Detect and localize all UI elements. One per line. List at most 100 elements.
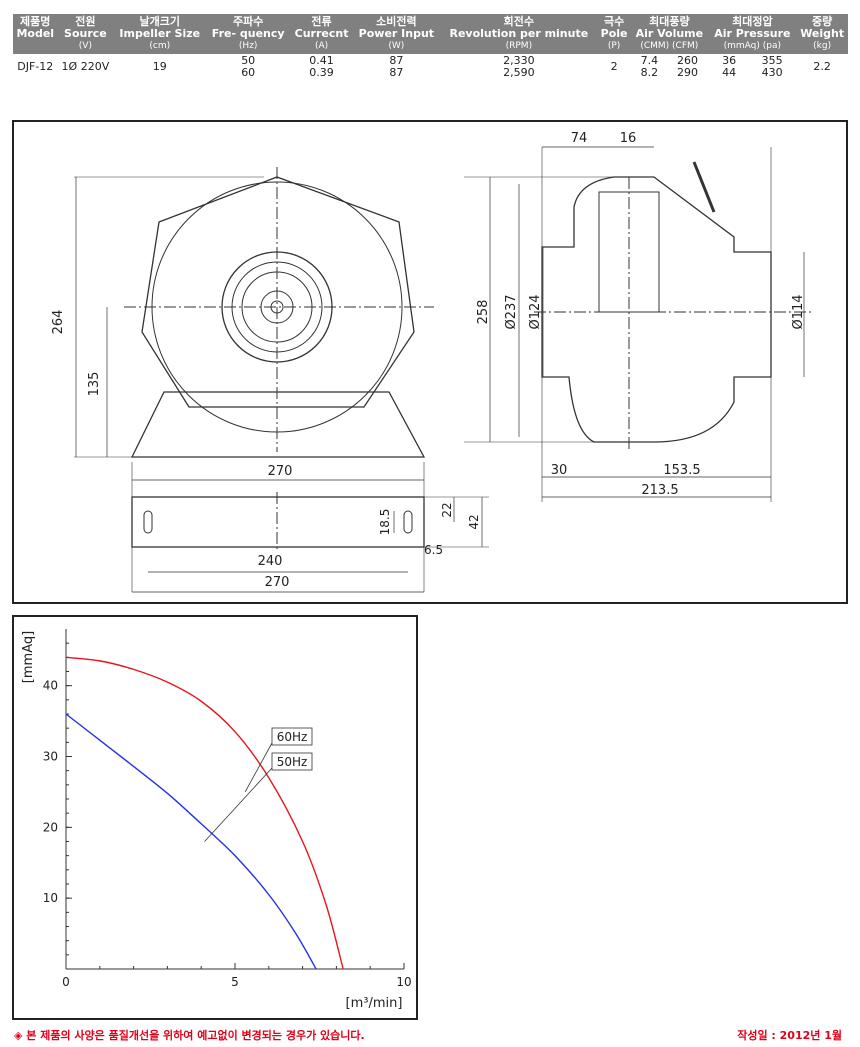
dim-213-5: 213.5 — [641, 483, 678, 498]
header-ko: 전류 — [311, 15, 332, 28]
header-ko: 날개크기 — [139, 15, 180, 28]
header-unit: (W) — [388, 41, 405, 51]
current-50: 0.41 — [309, 54, 334, 67]
header-unit: (mmAq) (pa) — [723, 41, 782, 51]
header-ko: 중량 — [812, 15, 833, 28]
series-50Hz-line — [65, 713, 317, 970]
header-ko: 최대정압 — [732, 15, 773, 28]
technical-drawing: 264 135 270 240 270 18.5 22 42 6.5 74 16… — [12, 120, 848, 604]
callout-line — [244, 742, 273, 793]
source: 1Ø 220V — [61, 60, 110, 73]
date-text: 작성일 : 2012년 1월 — [737, 1029, 842, 1042]
header-ko: 회전수 — [503, 15, 535, 28]
cmm-60: 8.2 — [640, 66, 659, 79]
y-tick-label: 20 — [43, 820, 58, 834]
header-unit: (Hz) — [238, 41, 258, 51]
dim-74: 74 — [571, 131, 588, 146]
header-unit: (CMM) (CFM) — [640, 41, 699, 51]
side-view: 74 16 258 Ø237 Ø124 Ø114 30 153.5 213.5 — [464, 131, 814, 502]
dim-center-height: 135 — [87, 372, 102, 397]
header-en: Fre- quency — [211, 27, 285, 40]
y-tick-label: 10 — [43, 891, 58, 905]
cmm-50: 7.4 — [640, 54, 659, 67]
x-tick-label: 0 — [62, 975, 70, 989]
pole: 2 — [610, 60, 618, 73]
model: DJF-12 — [17, 60, 54, 73]
header-en: Impeller Size — [119, 27, 201, 40]
header-en: Source — [64, 27, 107, 40]
header-en: Model — [16, 27, 55, 40]
dim-outer-dia: Ø237 — [504, 294, 519, 329]
dim-height: 264 — [51, 310, 66, 335]
front-view: 264 135 270 — [51, 167, 434, 592]
header-ko: 최대풍량 — [649, 15, 690, 28]
header-unit: (kg) — [813, 41, 832, 51]
header-unit: (V) — [78, 41, 92, 51]
dim-width: 270 — [268, 464, 293, 479]
header-en: Currecnt — [294, 27, 349, 40]
notice-text: ◈ 본 제품의 사양은 품질개선을 위하여 예고없이 변경되는 경우가 있습니다… — [14, 1029, 365, 1042]
y-tick-label: 30 — [43, 750, 58, 764]
header-en: Power Input — [358, 27, 435, 40]
series-60Hz-line — [65, 656, 344, 970]
freq-50: 50 — [241, 54, 256, 67]
y-axis-label: [mmAq] — [21, 631, 36, 683]
header-unit: (A) — [314, 41, 329, 51]
dim-inlet-dia: Ø124 — [528, 294, 543, 329]
base-plate-view: 240 270 18.5 22 42 6.5 — [131, 492, 489, 593]
cfm-50: 260 — [676, 54, 698, 67]
callout-box — [271, 727, 313, 746]
mmaq-50: 36 — [722, 54, 737, 67]
y-tick-label: 40 — [43, 679, 58, 693]
dim-slot-offset: 22 — [440, 502, 454, 517]
legend-label: 50Hz — [277, 755, 308, 769]
dim-16: 16 — [620, 131, 637, 146]
dim-153-5: 153.5 — [663, 463, 700, 478]
header-unit: (RPM) — [505, 41, 533, 51]
header-en: Pole — [600, 27, 628, 40]
header-en: Revolution per minute — [449, 27, 589, 40]
callout-line — [204, 767, 273, 842]
header-ko: 제품명 — [20, 15, 51, 28]
x-axis-label: [m³/min] — [346, 996, 403, 1011]
dim-base-width: 270 — [265, 575, 290, 590]
dim-slot-w: 6.5 — [424, 543, 443, 557]
dim-depth: 42 — [467, 514, 481, 529]
rpm-50: 2,330 — [503, 54, 535, 67]
cfm-60: 290 — [676, 66, 698, 79]
power-50: 87 — [389, 54, 404, 67]
freq-60: 60 — [241, 66, 256, 79]
current-60: 0.39 — [309, 66, 334, 79]
weight: 2.2 — [813, 60, 831, 73]
header-ko: 극수 — [603, 15, 625, 28]
mmaq-60: 44 — [722, 66, 737, 79]
dim-slot-len: 18.5 — [378, 509, 392, 536]
dim-258: 258 — [476, 300, 491, 325]
header-unit: (P) — [607, 41, 621, 51]
dim-outlet-dia: Ø114 — [791, 294, 806, 329]
pa-50: 355 — [761, 54, 783, 67]
callout-box — [271, 752, 313, 771]
header-ko: 소비전력 — [376, 15, 417, 28]
header-en: Weight — [800, 27, 845, 40]
header-en: Air Volume — [635, 27, 704, 40]
x-tick-label: 10 — [396, 975, 411, 989]
dim-30: 30 — [551, 463, 568, 478]
dim-slot-pitch: 240 — [258, 554, 283, 569]
rpm-60: 2,590 — [503, 66, 535, 79]
